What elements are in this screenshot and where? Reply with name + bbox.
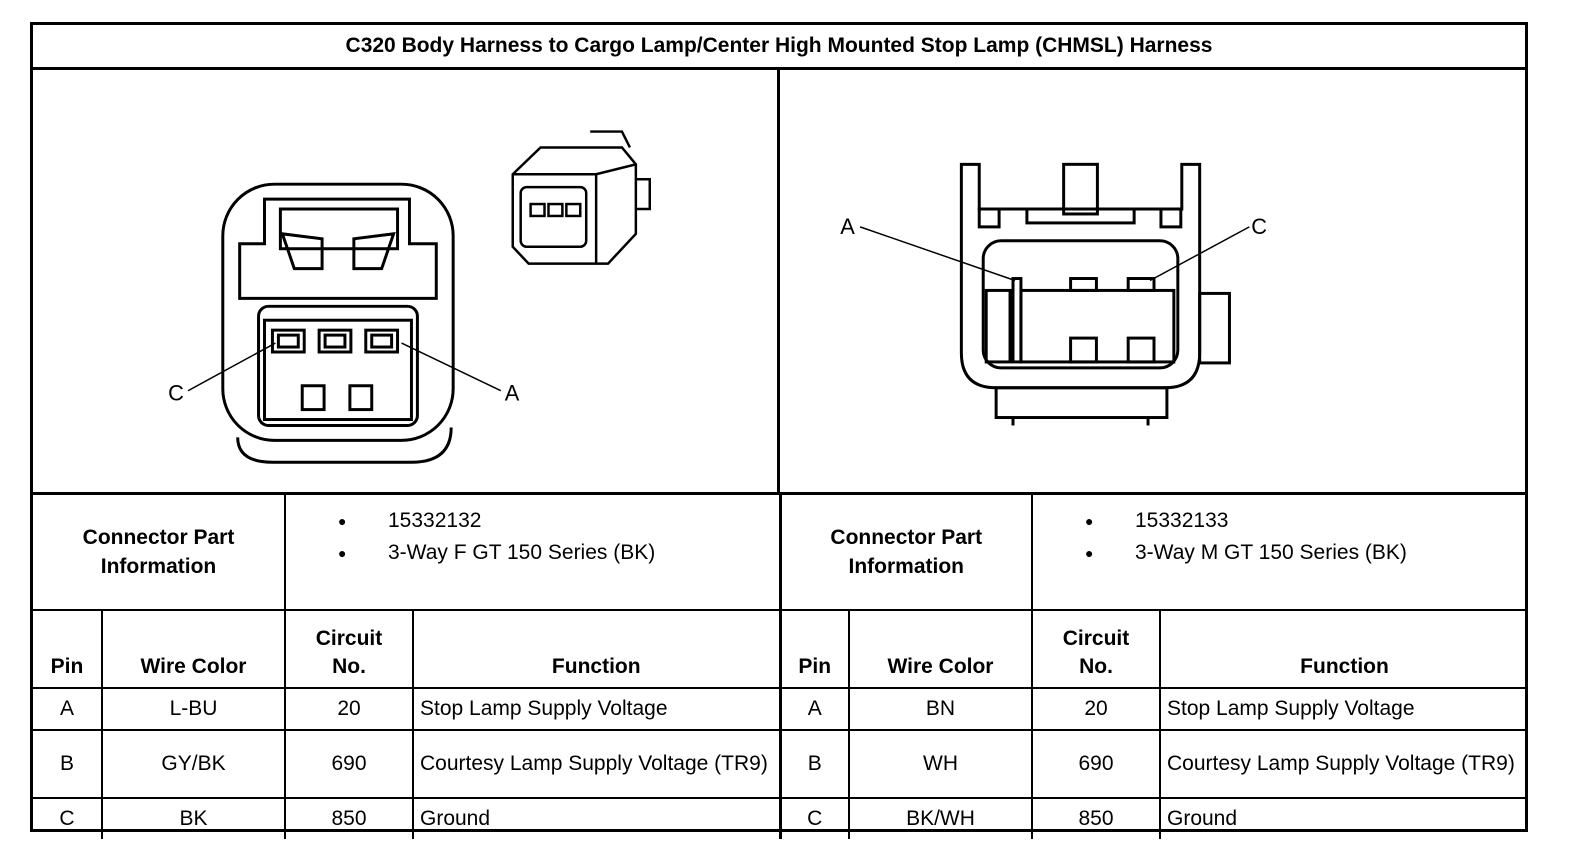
top-tab	[1062, 162, 1099, 216]
terminal-a-inner	[370, 333, 394, 349]
connector-info-sheet: C320 Body Harness to Cargo Lamp/Center H…	[30, 22, 1528, 839]
table-row: C BK 850 Ground C BK/WH 850 Ground	[33, 797, 1528, 839]
male-connector-face-diagram: A C	[840, 162, 1267, 426]
left-pin: B	[33, 729, 103, 799]
right-function: Stop Lamp Supply Voltage	[1159, 687, 1528, 731]
rail-block-left	[977, 207, 1001, 229]
left-header-pin: Pin	[33, 609, 103, 689]
left-function: Ground	[412, 797, 782, 839]
callout-line-c	[1149, 226, 1250, 282]
latch-right	[352, 232, 396, 271]
pin-c-top	[1126, 277, 1156, 292]
right-circuit: 690	[1031, 729, 1161, 799]
label-a: A	[840, 214, 855, 239]
key-right	[348, 384, 374, 412]
terminal-b-inner	[323, 333, 347, 349]
left-wire-color: BK	[101, 797, 286, 839]
terminal-c-inner	[276, 333, 300, 349]
left-connector-description: 3-Way F GT 150 Series (BK)	[336, 537, 779, 569]
connector-shell-bottom	[236, 427, 453, 464]
terminal-a	[364, 328, 400, 354]
left-cpi-list: 15332132 3-Way F GT 150 Series (BK)	[284, 495, 782, 611]
right-circuit: 20	[1031, 687, 1161, 731]
left-wire-color: GY/BK	[101, 729, 286, 799]
latch-housing	[238, 197, 438, 300]
right-wire-color: BK/WH	[848, 797, 1033, 839]
right-part-number: 15332133	[1083, 505, 1528, 537]
key-left	[300, 384, 326, 412]
right-cpi-list: 15332133 3-Way M GT 150 Series (BK)	[1031, 495, 1528, 611]
pin-a	[1011, 277, 1023, 364]
callout-line-c	[187, 342, 276, 392]
female-connector-face-diagram: C A	[168, 130, 652, 464]
right-function: Ground	[1159, 797, 1528, 839]
female-connector-drawing: C A	[33, 70, 780, 492]
left-circuit: 20	[284, 687, 414, 731]
connector-isometric-view	[511, 130, 652, 265]
terminal-b	[317, 328, 353, 354]
left-circuit: 850	[284, 797, 414, 839]
right-wire-color: WH	[848, 729, 1033, 799]
left-pin: C	[33, 797, 103, 839]
left-circuit: 690	[284, 729, 414, 799]
right-circuit: 850	[1031, 797, 1161, 839]
left-pin: A	[33, 687, 103, 731]
bottom-base	[994, 386, 1169, 420]
terminal-cavity-inner	[263, 318, 413, 422]
connector-outer-shell	[221, 182, 455, 442]
right-header-pin: Pin	[779, 609, 850, 689]
right-header-wire-color: Wire Color	[848, 609, 1033, 689]
left-part-number: 15332132	[336, 505, 779, 537]
label-c: C	[168, 381, 184, 406]
table-row: A L-BU 20 Stop Lamp Supply Voltage A BN …	[33, 687, 1528, 731]
latch-window	[278, 207, 400, 251]
callout-line-a	[401, 342, 502, 392]
label-c: C	[1251, 214, 1267, 239]
outer-housing	[959, 162, 1202, 390]
latch-left	[280, 232, 324, 271]
connector-drawings: C A	[33, 70, 1525, 495]
left-function: Courtesy Lamp Supply Voltage (TR9)	[412, 729, 782, 799]
top-tab-base	[1025, 207, 1136, 225]
right-connector-description: 3-Way M GT 150 Series (BK)	[1083, 537, 1528, 569]
right-function: Courtesy Lamp Supply Voltage (TR9)	[1159, 729, 1528, 799]
side-tab	[1198, 291, 1231, 365]
label-a: A	[505, 381, 520, 406]
table-row: B GY/BK 690 Courtesy Lamp Supply Voltage…	[33, 729, 1528, 799]
terminal-c	[270, 328, 306, 354]
right-pin: A	[779, 687, 850, 731]
right-wire-color: BN	[848, 687, 1033, 731]
pin-c-bottom	[1126, 336, 1156, 364]
right-pin: B	[779, 729, 850, 799]
inner-cavity	[981, 239, 1180, 370]
left-wire-color: L-BU	[101, 687, 286, 731]
page-title: C320 Body Harness to Cargo Lamp/Center H…	[33, 25, 1525, 70]
male-connector-drawing: A C	[780, 70, 1528, 492]
rail-block-right	[1159, 207, 1183, 229]
terminal-cavity-frame	[257, 304, 419, 427]
left-header-function: Function	[412, 609, 782, 689]
pin-b-bottom	[1069, 336, 1098, 364]
callout-line-a	[859, 226, 1016, 282]
left-function: Stop Lamp Supply Voltage	[412, 687, 782, 731]
right-pin: C	[779, 797, 850, 839]
right-header-function: Function	[1159, 609, 1528, 689]
side-block	[984, 288, 1012, 364]
left-header-wire-color: Wire Color	[101, 609, 286, 689]
pin-b-top	[1069, 277, 1098, 292]
